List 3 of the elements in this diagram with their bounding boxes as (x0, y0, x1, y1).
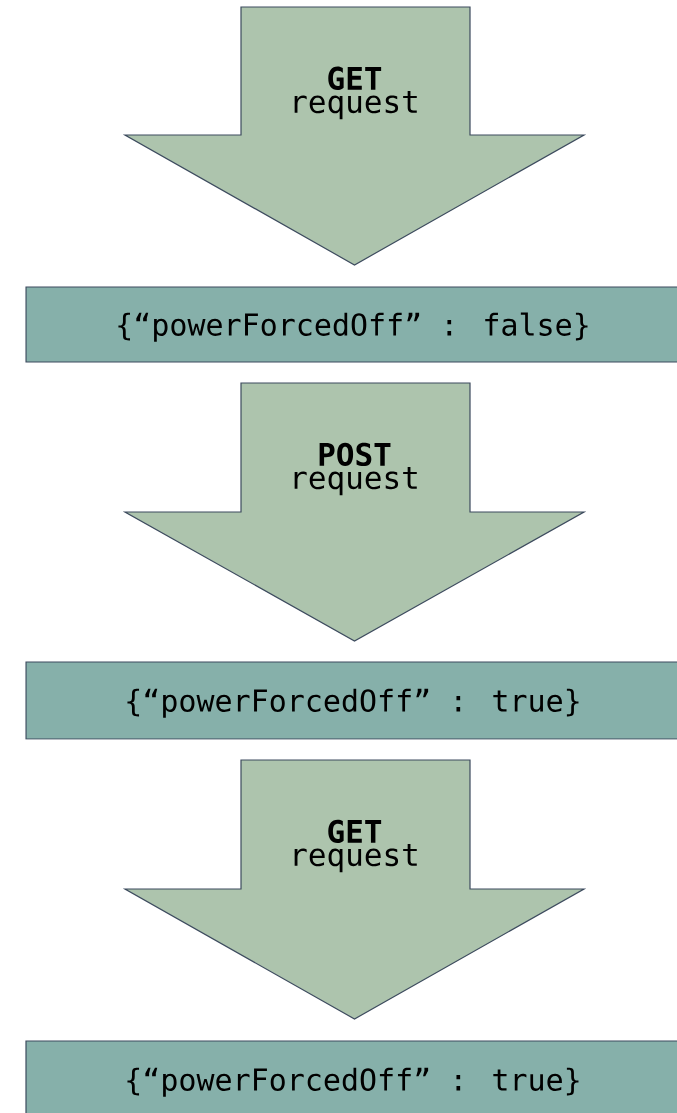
value-box: {“powerForcedOff” : true} (25, 661, 677, 740)
value-box: {“powerForcedOff” : false} (25, 286, 677, 363)
value-box: {“powerForcedOff” : true} (25, 1040, 677, 1113)
